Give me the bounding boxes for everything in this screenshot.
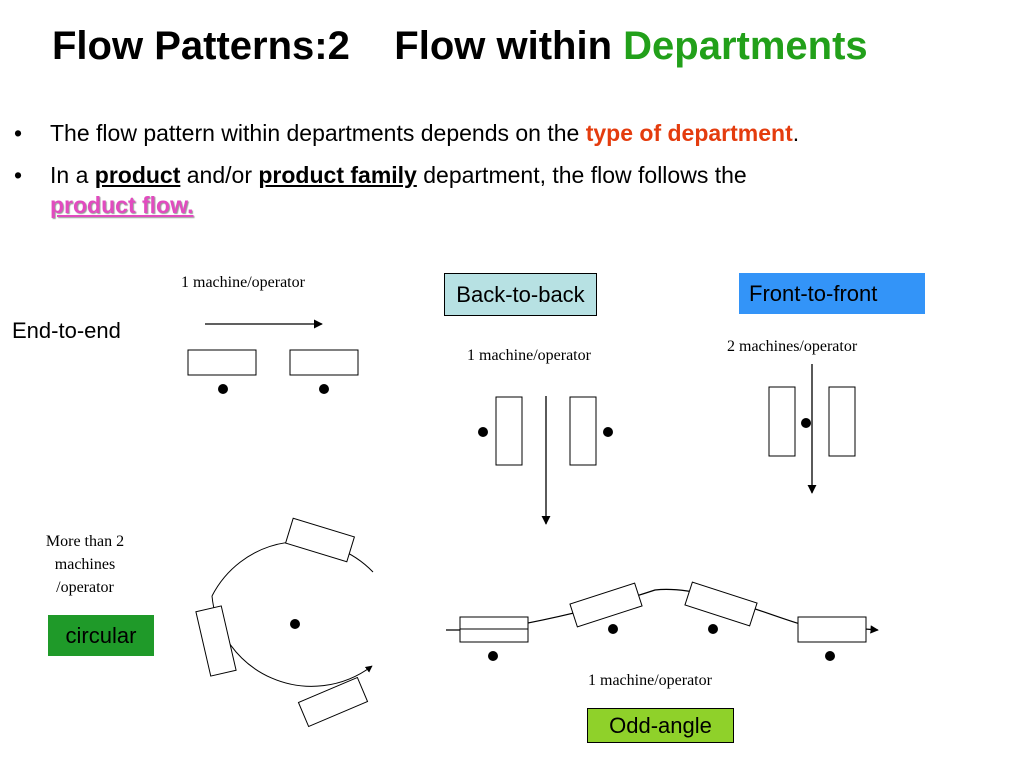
flow-arc-arrow <box>211 595 373 687</box>
front-to-front-layout <box>768 364 856 494</box>
odd-angle-label: Odd-angle <box>587 708 734 743</box>
machine-rect <box>195 605 237 677</box>
bullet-highlight: type of department <box>585 120 793 146</box>
front-to-front-caption: 2 machines/operator <box>727 338 858 355</box>
machine-rect <box>187 349 257 376</box>
bullet-underline-product-family: product family <box>258 162 417 188</box>
operator-dot <box>825 651 835 661</box>
title-main: Flow Patterns:2 Flow within <box>52 24 624 68</box>
circular-caption-line: /operator <box>56 579 114 596</box>
back-to-back-caption: 1 machine/operator <box>467 347 591 364</box>
odd-angle-layout <box>446 581 879 661</box>
operator-dot <box>708 624 718 634</box>
operator-dot <box>608 624 618 634</box>
bullet-text-end: . <box>792 120 800 146</box>
operator-dot <box>478 427 488 437</box>
operator-dot <box>801 418 811 428</box>
machine-rect <box>828 386 856 457</box>
circular-layout <box>195 517 374 728</box>
machine-rect <box>495 396 523 466</box>
machine-rect <box>289 349 359 376</box>
machine-rect <box>684 581 758 627</box>
end-to-end-layout <box>187 319 359 394</box>
bullet-item: • In a product and/or product family dep… <box>12 160 1012 220</box>
bullet-list: • The flow pattern within departments de… <box>12 118 1012 232</box>
machine-rect <box>797 616 867 643</box>
circular-label: circular <box>48 615 154 656</box>
machine-rect <box>768 386 796 457</box>
bullet-dot-icon: • <box>14 162 23 188</box>
bullet-text: department, the flow follows the <box>416 162 747 188</box>
flow-path-arrow <box>446 588 879 634</box>
operator-dot <box>603 427 613 437</box>
machine-rect <box>297 676 369 728</box>
circular-caption: More than 2 machines /operator <box>26 530 144 599</box>
bullet-text: The flow pattern within departments depe… <box>50 120 586 146</box>
bullet-highlight-product-flow: product flow. <box>50 192 194 218</box>
bullet-dot-icon: • <box>14 120 23 146</box>
operator-dot <box>218 384 228 394</box>
bullet-underline-product: product <box>94 162 181 188</box>
operator-dot <box>290 619 300 629</box>
end-to-end-label: End-to-end <box>12 318 121 343</box>
page-title: Flow Patterns:2 Flow within Departments <box>52 24 868 69</box>
front-to-front-label: Front-to-front <box>739 273 925 314</box>
operator-dot <box>488 651 498 661</box>
machine-rect <box>284 517 356 563</box>
bullet-text: and/or <box>180 162 259 188</box>
operator-dot <box>319 384 329 394</box>
title-highlight: Departments <box>623 24 868 68</box>
bullet-item: • The flow pattern within departments de… <box>12 118 1012 148</box>
machine-rect <box>569 396 597 466</box>
bullet-text: In a <box>50 162 95 188</box>
circular-caption-line: More than 2 <box>45 533 125 550</box>
back-to-back-label: Back-to-back <box>444 273 597 316</box>
circular-caption-line: machines <box>54 556 116 573</box>
machine-rect <box>569 582 643 628</box>
end-to-end-caption: 1 machine/operator <box>181 274 305 291</box>
back-to-back-layout <box>478 396 613 525</box>
odd-angle-caption: 1 machine/operator <box>588 672 712 689</box>
